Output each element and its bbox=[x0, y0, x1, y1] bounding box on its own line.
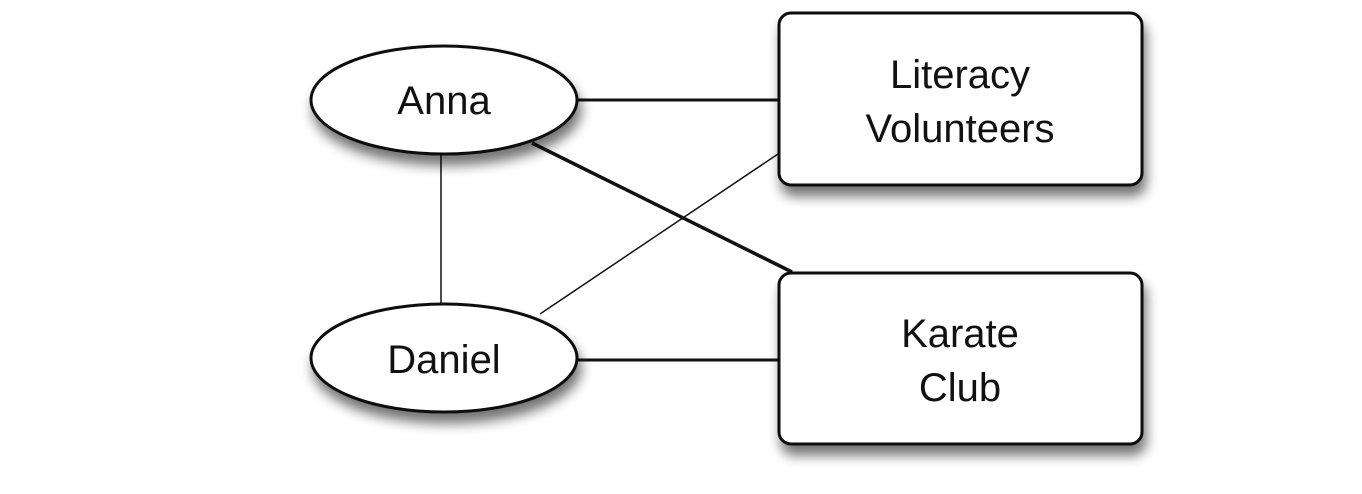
node-literacy-volunteers: Literacy Volunteers bbox=[777, 11, 1144, 187]
edge-anna-karate bbox=[531, 141, 793, 274]
daniel-ellipse bbox=[309, 302, 579, 414]
node-daniel: Daniel bbox=[309, 302, 579, 414]
karate-club-box bbox=[777, 271, 1144, 446]
node-anna: Anna bbox=[309, 44, 579, 156]
literacy-volunteers-label-line1: Literacy bbox=[890, 53, 1030, 97]
node-karate-club: Karate Club bbox=[777, 271, 1144, 446]
daniel-label: Daniel bbox=[387, 338, 500, 382]
edge-daniel-literacy bbox=[539, 153, 779, 315]
anna-ellipse bbox=[309, 44, 579, 156]
literacy-volunteers-label-line2: Volunteers bbox=[865, 107, 1054, 151]
karate-club-label-line1: Karate bbox=[901, 312, 1019, 356]
anna-label: Anna bbox=[397, 79, 491, 123]
karate-club-label-line2: Club bbox=[919, 366, 1001, 410]
literacy-volunteers-box bbox=[777, 11, 1144, 187]
